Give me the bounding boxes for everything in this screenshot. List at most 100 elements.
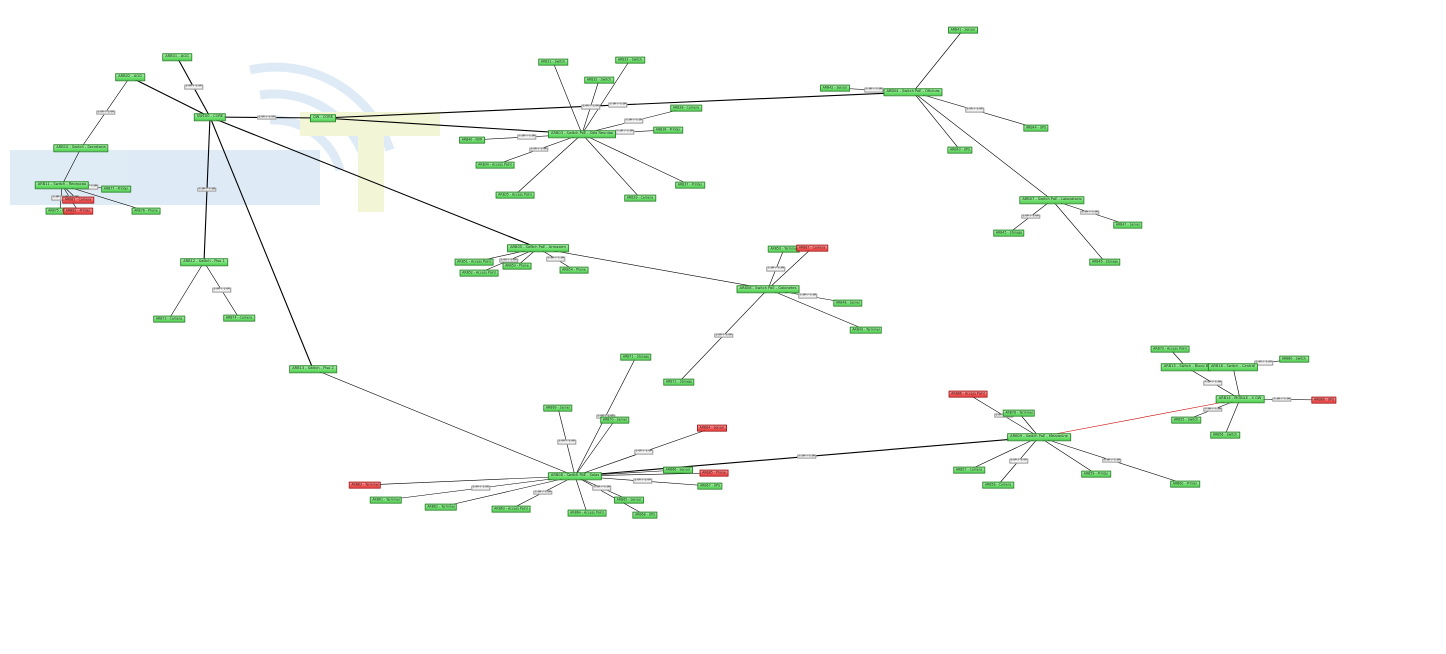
node-h11[interactable]: ARB13 - Switch - Piso 2 — [289, 365, 337, 373]
link-bandwidth-label: 1.0M / 1.0M — [1203, 407, 1223, 412]
node-n34[interactable]: ARB64 - Access Point — [567, 509, 607, 517]
node-h1[interactable]: ARB03 - Switch PoE - Sala Reuniao — [547, 130, 617, 138]
link-bandwidth-label: 1.0M / 1.0M — [498, 258, 519, 263]
node-n41[interactable]: ARB71 - Storage — [620, 353, 652, 361]
node-n27[interactable]: ARB57 - Camera — [953, 466, 985, 474]
link-bandwidth-label: 1.0M / 1.0M — [713, 333, 734, 338]
link-h7-n48 — [1018, 412, 1040, 438]
link-bandwidth-label: 1.0M / 1.0M — [517, 134, 537, 140]
node-n26[interactable]: ARB56 - Switch — [1210, 431, 1240, 439]
link-bandwidth-label: 1.0M / 1.0M — [964, 107, 985, 113]
node-h13[interactable]: ARB15 - Switch - Bloco B — [1160, 363, 1212, 371]
node-n12[interactable]: ARB42 - Sensor — [820, 84, 850, 92]
node-n33[interactable]: ARB63 - Access Point — [491, 505, 531, 513]
node-n11[interactable]: ARB41 - Sensor — [948, 26, 978, 34]
node-h9[interactable]: ARB11 - Switch - Recepcao — [34, 181, 90, 189]
link-bandwidth-label: 1.0M / 1.0M — [580, 104, 601, 110]
node-n30[interactable]: ARB60 - Printer — [1170, 480, 1200, 488]
node-n25[interactable]: ARB55 - Switch — [1171, 416, 1201, 424]
node-d8[interactable]: ARB88 - UPS — [1311, 396, 1337, 404]
link-h7-n29 — [1038, 436, 1097, 475]
node-n7[interactable]: ARB37 - Printer — [675, 181, 705, 189]
node-n6[interactable]: ARB36 - Printer — [653, 126, 683, 134]
node-d7[interactable]: ARB87 - Camera — [796, 244, 828, 252]
node-n23[interactable]: ARB53 - Phone — [502, 262, 532, 270]
node-d5[interactable]: ARB85 - Phone — [699, 469, 729, 477]
node-n28[interactable]: ARB58 - Camera — [982, 481, 1014, 489]
node-n35[interactable]: ARB65 - Sensor — [614, 496, 644, 504]
node-n39[interactable]: ARB69 - Server — [543, 404, 573, 412]
node-n38[interactable]: ARB68 - UPS — [632, 511, 658, 519]
node-h3[interactable]: ARB05 - Switch PoE - Armazem — [507, 244, 569, 252]
node-agg2[interactable]: ARB02 - AGG — [115, 73, 145, 81]
node-n42[interactable]: ARB72 - Storage — [663, 378, 695, 386]
node-h12[interactable]: ARB14 - MOBILE - 4 GW — [1215, 395, 1265, 403]
node-h7[interactable]: ARB09 - Switch PoE - Mezzanine — [1007, 433, 1071, 441]
node-n48[interactable]: ARB78 - Terminal — [1002, 409, 1036, 417]
node-n9[interactable]: ARB39 - Camera — [624, 194, 656, 202]
link-bandwidth-label: 1.0M / 1.0M — [608, 102, 628, 108]
node-n18[interactable]: ARB48 - Server — [833, 299, 863, 307]
node-h14[interactable]: ARB16 - Switch - Central — [1207, 363, 1259, 371]
link-bandwidth-label: 1.0M / 1.0M — [1080, 210, 1100, 215]
link-bandwidth-label: 1.0M / 1.0M — [1253, 360, 1274, 366]
link-bandwidth-label: 1.0M / 1.0M — [766, 266, 786, 272]
node-n21[interactable]: ARB51 - Access Point — [454, 258, 494, 266]
node-n2[interactable]: ARB32 - Switch — [584, 76, 614, 84]
link-bandwidth-label: 1.0M / 1.0M — [592, 485, 612, 491]
node-d6[interactable]: ARB86 - Access Point — [948, 390, 988, 398]
link-bandwidth-label: 1.0M / 1.0M — [864, 87, 884, 93]
node-d3[interactable]: ARB83 - Terminal — [348, 481, 382, 489]
link-bandwidth-label: 1.0M / 1.0M — [256, 115, 277, 120]
link-bandwidth-label: 1.0M / 1.0M — [633, 449, 654, 455]
link-bandwidth-label: 1.0M / 1.0M — [197, 187, 217, 192]
link-bandwidth-label: 1.0M / 1.0M — [632, 478, 653, 484]
node-h2[interactable]: ARB04 - Switch PoE - Oficinas — [883, 88, 943, 96]
node-h8[interactable]: ARB10 - Switch - Secretaria — [53, 144, 109, 152]
node-n19[interactable]: ARB49 - Terminal — [849, 326, 883, 334]
node-h6[interactable]: ARB08 - Switch PoE - Salas — [547, 472, 603, 480]
node-n29[interactable]: ARB59 - Printer — [1081, 470, 1111, 478]
link-h2-h5 — [912, 91, 1053, 201]
node-n22[interactable]: ARB52 - Access Point — [459, 269, 499, 277]
node-n4[interactable]: ARB34 - Access Point — [475, 161, 515, 169]
node-n37[interactable]: ARB67 - UPS — [697, 482, 723, 490]
node-n47[interactable]: ARB77 - Printer — [101, 185, 131, 193]
link-h12-h14 — [1232, 366, 1241, 400]
node-d2[interactable]: ARB82 - Printer — [63, 207, 93, 215]
link-h2-n13 — [912, 91, 961, 151]
link-bandwidth-label: 1.0M / 1.0M — [1020, 214, 1041, 219]
link-bandwidth-label: 1.0M / 1.0M — [1008, 458, 1029, 464]
node-h5[interactable]: ARB07 - Switch PoE - Laboratorio — [1019, 196, 1085, 204]
node-n14[interactable]: ARB44 - UPS — [1023, 124, 1049, 132]
node-n13[interactable]: ARB43 - UPS — [947, 146, 973, 154]
node-n16[interactable]: ARB46 - Storage — [1089, 258, 1121, 266]
node-gw[interactable]: GW - CORE — [309, 114, 337, 122]
node-n49[interactable]: ARB79 - Access Point — [1150, 345, 1190, 353]
node-n40[interactable]: ARB70 - Server — [600, 416, 630, 424]
node-n46[interactable]: ARB76 - Phone — [131, 207, 161, 215]
node-n32[interactable]: ARB62 - Terminal — [424, 503, 458, 511]
node-n3[interactable]: ARB33 - Switch — [615, 56, 645, 64]
node-n31[interactable]: ARB61 - Terminal — [369, 496, 403, 504]
node-n5[interactable]: ARB35 - Access Point — [495, 191, 535, 199]
node-h4[interactable]: ARB06 - Switch PoE - Gabinetes — [736, 285, 800, 293]
node-n15[interactable]: ARB45 - Storage — [993, 229, 1025, 237]
node-n24[interactable]: ARB54 - Phone — [559, 266, 589, 274]
node-n50[interactable]: ARB80 - Switch — [1279, 355, 1309, 363]
node-n17[interactable]: ARB47 - Server — [1113, 221, 1143, 229]
node-core[interactable]: SW100 - CORE — [193, 113, 227, 121]
node-n8[interactable]: ARB38 - Camera — [670, 104, 702, 112]
node-agg1[interactable]: ARB01 - AGG — [162, 53, 192, 61]
node-n10[interactable]: ARB40 - NVR — [459, 136, 485, 144]
node-d4[interactable]: ARB84 - Sensor — [697, 424, 727, 432]
node-n1[interactable]: ARB31 - Switch — [538, 58, 568, 66]
link-h6-n40 — [574, 419, 616, 477]
node-n43[interactable]: ARB73 - Camera — [153, 315, 185, 323]
node-n36[interactable]: ARB66 - Sensor — [663, 466, 693, 474]
node-d1[interactable]: ARB81 - Camera — [62, 196, 94, 204]
node-n44[interactable]: ARB74 - Camera — [223, 314, 255, 322]
link-h6-n32 — [440, 475, 576, 508]
link-bandwidth-label: 1.0M / 1.0M — [1203, 380, 1223, 386]
node-h10[interactable]: ARB12 - Switch - Piso 1 — [180, 258, 228, 266]
